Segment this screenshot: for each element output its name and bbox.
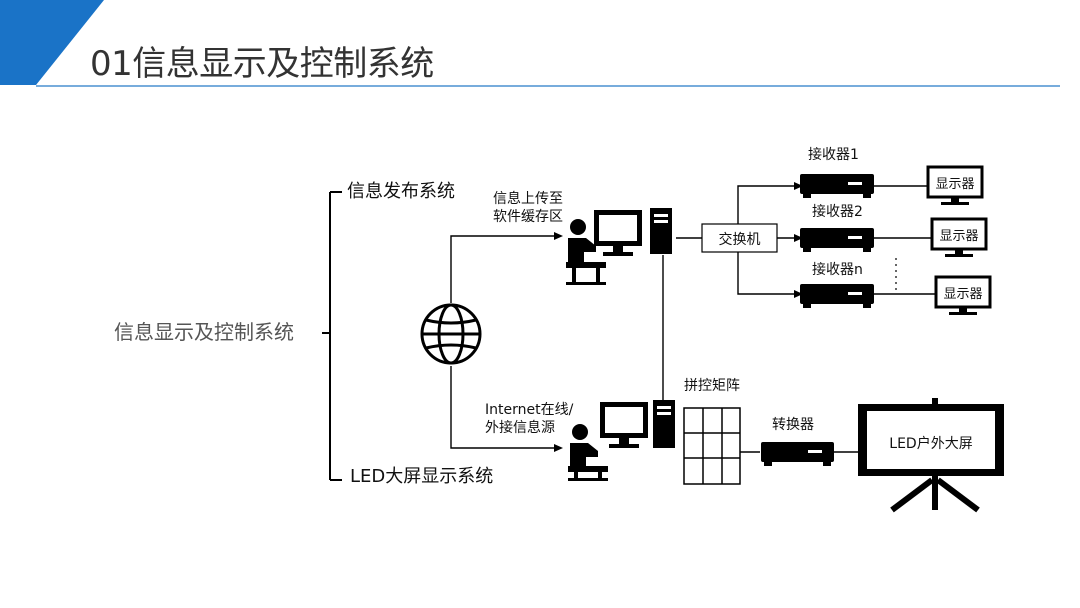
- display-n-label: 显示器: [943, 287, 983, 302]
- tree-branch-bottom-label: LED大屏显示系统: [350, 466, 494, 487]
- led-screen-icon: [858, 398, 1004, 513]
- receiver-1-label: 接收器1: [808, 147, 859, 163]
- globe-icon: [420, 303, 482, 365]
- display-1-icon: [926, 165, 984, 205]
- display-1-label: 显示器: [935, 177, 975, 192]
- operator-workstation-top-icon: [566, 208, 672, 285]
- receiver-n-icon: [800, 284, 874, 308]
- led-screen-label: LED户外大屏: [889, 436, 973, 452]
- tree-root-label: 信息显示及控制系统: [114, 320, 294, 344]
- converter-label: 转换器: [772, 417, 814, 433]
- display-2-icon: [930, 217, 988, 257]
- page-title: 01信息显示及控制系统: [90, 44, 434, 84]
- matrix-label: 拼控矩阵: [684, 378, 740, 394]
- internet-note-line1: Internet在线/: [485, 402, 574, 418]
- tree-bracket: [322, 191, 342, 481]
- upload-note-line2: 软件缓存区: [493, 209, 563, 225]
- converter-icon: [761, 442, 834, 466]
- display-2-label: 显示器: [939, 229, 979, 244]
- arrowheads: [554, 182, 803, 452]
- switch-box: [701, 223, 778, 253]
- receiver-1-icon: [800, 174, 874, 198]
- display-n-icon: [934, 275, 992, 315]
- upload-note-line1: 信息上传至: [493, 191, 563, 207]
- receiver-2-label: 接收器2: [812, 204, 863, 220]
- connection-lines: [450, 185, 936, 453]
- header-accent-shape: [0, 0, 104, 85]
- receiver-n-label: 接收器n: [812, 262, 863, 278]
- switch-label: 交换机: [718, 232, 761, 248]
- receiver-2-icon: [800, 228, 874, 252]
- splicing-matrix-grid: [683, 407, 741, 485]
- operator-workstation-bottom-icon: [568, 400, 675, 481]
- internet-note-line2: 外接信息源: [485, 420, 555, 436]
- tree-branch-top-label: 信息发布系统: [347, 181, 455, 202]
